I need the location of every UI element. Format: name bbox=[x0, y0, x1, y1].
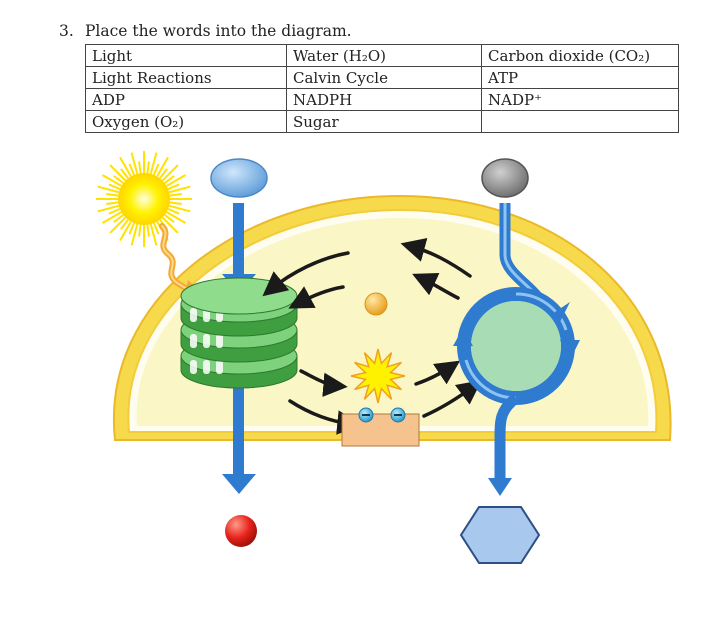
nadph-carrier bbox=[341, 407, 420, 447]
word-bank-table: Light Water (H₂O) Carbon dioxide (CO₂) L… bbox=[85, 44, 679, 133]
water-oval bbox=[210, 158, 268, 198]
thylakoid-stack bbox=[180, 277, 298, 389]
energy-starburst-icon bbox=[350, 348, 406, 404]
question-text: Place the words into the diagram. bbox=[85, 22, 352, 40]
word-bank-row: Oxygen (O₂) Sugar bbox=[85, 110, 679, 133]
sugar-output-arrow bbox=[494, 393, 520, 480]
light-to-calvin-arrows bbox=[262, 238, 482, 435]
question-number: 3. bbox=[59, 22, 74, 40]
sugar-hexagon bbox=[459, 506, 541, 564]
word-bank-cell: Oxygen (O₂) bbox=[85, 110, 287, 133]
word-bank-row: ADP NADPH NADP⁺ bbox=[85, 88, 679, 111]
oxygen-ball bbox=[225, 515, 257, 547]
word-bank-cell: Water (H₂O) bbox=[286, 44, 482, 67]
sun-icon bbox=[96, 151, 192, 247]
question-prompt: 3. Place the words into the diagram. bbox=[59, 22, 352, 40]
atp-ball bbox=[364, 292, 388, 316]
oxygen-output-arrow bbox=[222, 360, 256, 494]
carbon-dioxide-oval bbox=[481, 158, 529, 198]
word-bank-cell: NADP⁺ bbox=[481, 88, 679, 111]
word-bank-cell bbox=[481, 110, 679, 133]
calvin-cycle bbox=[453, 287, 580, 405]
